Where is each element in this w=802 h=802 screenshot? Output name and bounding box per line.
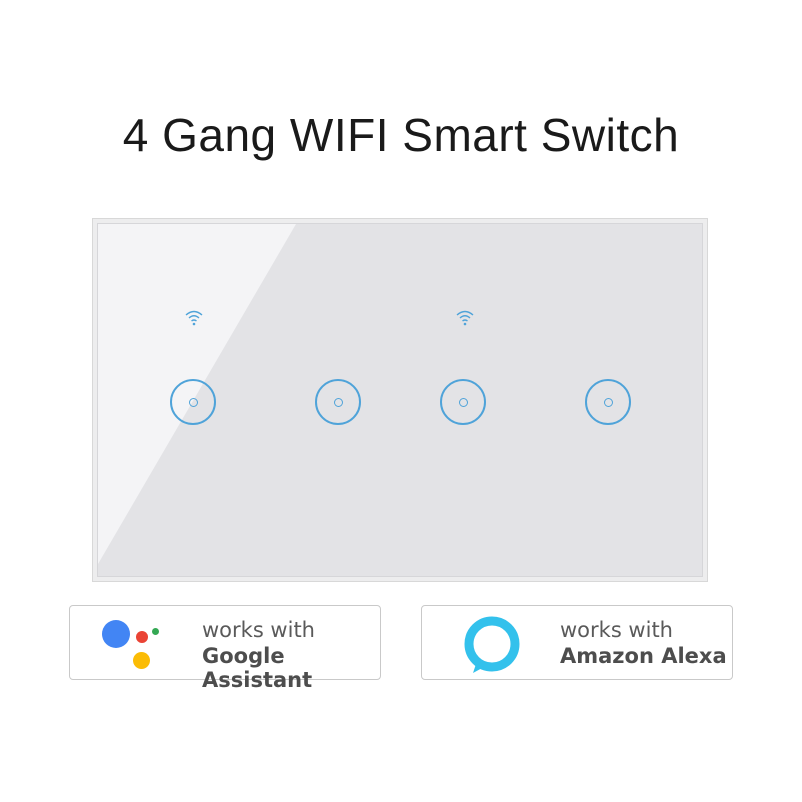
google-red-dot xyxy=(136,631,148,643)
badge-amazon-alexa-label: Amazon Alexa xyxy=(560,644,727,668)
wifi-indicator-icon-1 xyxy=(185,310,203,326)
amazon-alexa-badge: works with Amazon Alexa xyxy=(421,605,733,680)
badge-works-with: works with xyxy=(560,618,673,642)
google-green-dot xyxy=(152,628,159,635)
google-yellow-dot xyxy=(133,652,150,669)
button-dot-icon xyxy=(458,397,468,407)
button-dot-icon xyxy=(188,397,198,407)
button-dot-icon xyxy=(333,397,343,407)
badge-works-with: works with xyxy=(202,618,315,642)
touch-button-4[interactable] xyxy=(585,379,631,425)
google-assistant-badge: works with Google Assistant xyxy=(69,605,381,692)
wifi-indicator-icon-3 xyxy=(456,310,474,326)
button-dot-icon xyxy=(603,397,613,407)
switch-panel xyxy=(97,223,703,577)
google-blue-dot xyxy=(102,620,130,648)
badge-google-assistant-label: Google Assistant xyxy=(202,644,313,692)
touch-button-2[interactable] xyxy=(315,379,361,425)
touch-button-3[interactable] xyxy=(440,379,486,425)
product-title: 4 Gang WIFI Smart Switch xyxy=(122,109,680,161)
touch-button-1[interactable] xyxy=(170,379,216,425)
alexa-ring-icon xyxy=(464,616,520,673)
